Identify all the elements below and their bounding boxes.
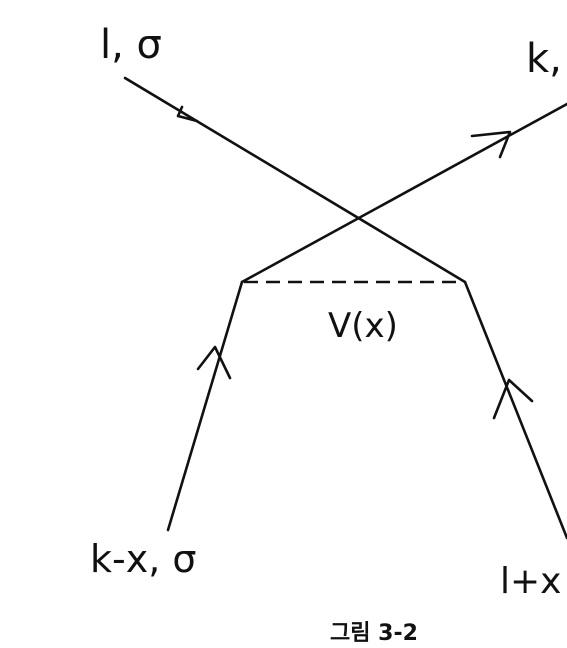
arrow-outgoing-left-icon bbox=[176, 105, 199, 123]
label-bottom-right: l+x bbox=[500, 561, 561, 602]
label-top-left: l, σ bbox=[100, 22, 162, 68]
incoming-right-line bbox=[463, 280, 567, 540]
label-top-right: k, bbox=[526, 36, 562, 82]
outgoing-right-line bbox=[240, 102, 567, 284]
arrow-incoming-right-icon bbox=[492, 378, 534, 420]
arrow-outgoing-right-icon bbox=[470, 130, 512, 159]
label-interaction: V(x) bbox=[328, 306, 398, 346]
label-bottom-left: k-x, σ bbox=[90, 537, 196, 581]
arrow-incoming-left-icon bbox=[196, 345, 232, 380]
incoming-left-line bbox=[166, 280, 244, 532]
outgoing-left-line bbox=[123, 76, 467, 284]
figure-caption: 그림 3-2 bbox=[330, 621, 418, 646]
